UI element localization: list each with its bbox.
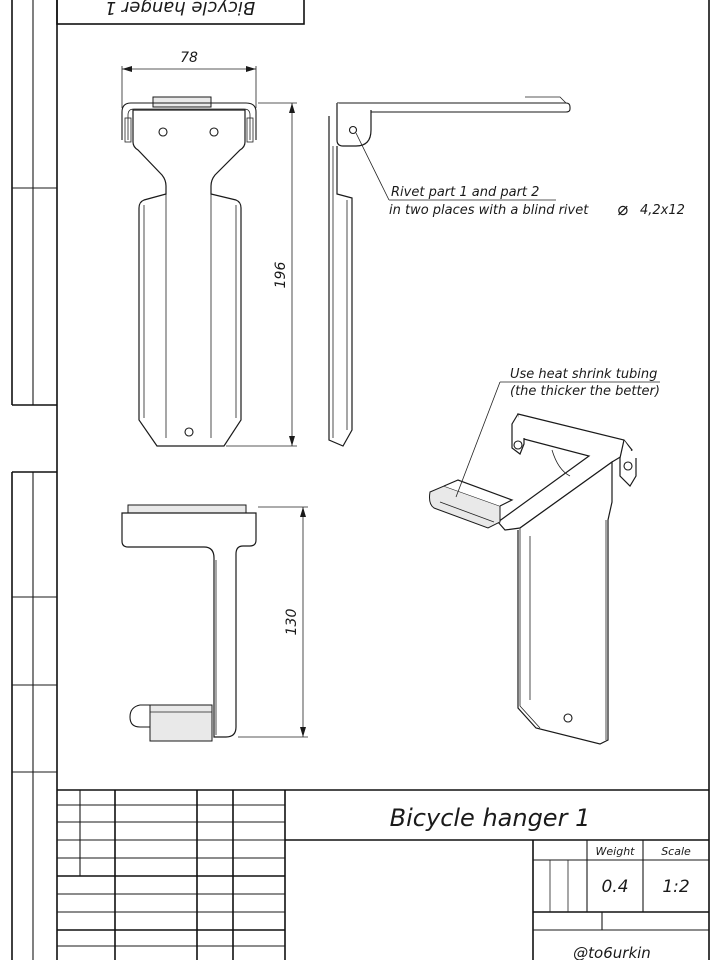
weight-label: Weight: [596, 845, 636, 858]
rivet-note: Rivet part 1 and part 2 in two places wi…: [355, 132, 685, 220]
diameter-symbol: ⌀: [617, 199, 628, 220]
front-view: [121, 96, 257, 447]
side-rivet-hole: [348, 125, 358, 135]
rivet-note-line2: in two places with a blind rivet: [389, 203, 589, 218]
mount-hole: [184, 427, 194, 437]
dimension-height-bottom: 130: [238, 506, 308, 738]
side-view: [328, 96, 571, 447]
dimension-height-front: 196: [226, 102, 297, 447]
rivet-size: 4,2x12: [640, 203, 685, 218]
scale-value: 1:2: [662, 877, 689, 897]
drawing-title: Bicycle hanger 1: [390, 804, 591, 832]
inner-border: [56, 0, 710, 960]
rivet-note-line1: Rivet part 1 and part 2: [391, 185, 539, 200]
heat-shrink-tube: [149, 704, 213, 742]
weight-value: 0.4: [601, 877, 628, 897]
shrink-note: Use heat shrink tubing (the thicker the …: [455, 367, 660, 498]
author-handle: @to6urkin: [573, 944, 651, 960]
shrink-note-line1: Use heat shrink tubing: [510, 367, 657, 382]
header-stamp: Bicycle hanger 1: [56, 0, 305, 25]
dim-height-bottom-text: 130: [284, 609, 300, 636]
dim-width-text: 78: [180, 50, 198, 66]
title-block: Bicycle hanger 1 Weight Scale 0.4 1:2 @t…: [57, 789, 709, 960]
bottom-view: [121, 504, 257, 742]
rivet-hole-left: [158, 127, 168, 137]
isometric-view: [429, 413, 637, 745]
sheet-frame: [11, 0, 710, 960]
dimension-width: 78: [121, 50, 257, 108]
rivet-hole-right: [209, 127, 219, 137]
scale-label: Scale: [661, 845, 691, 858]
dim-height-front-text: 196: [273, 262, 289, 289]
header-stamp-text: Bicycle hanger 1: [105, 0, 256, 18]
shrink-note-line2: (the thicker the better): [510, 384, 660, 399]
